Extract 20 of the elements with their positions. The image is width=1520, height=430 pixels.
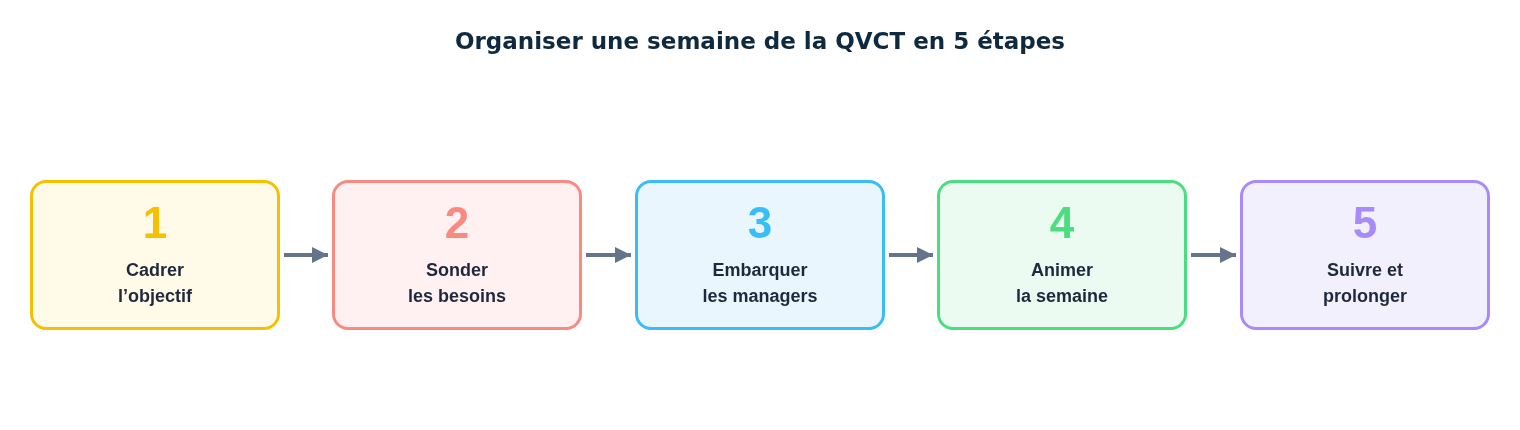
- arrow: [586, 247, 631, 263]
- step-box: [635, 180, 885, 330]
- step-number: 1: [142, 201, 168, 245]
- arrow: [889, 247, 933, 263]
- step-box: [937, 180, 1187, 330]
- arrow: [284, 247, 328, 263]
- step-number: 3: [747, 201, 773, 245]
- step-number: 5: [1352, 201, 1378, 245]
- step-box: [30, 180, 280, 330]
- step-number: 2: [444, 201, 470, 245]
- step-label: Animer la semaine: [1015, 259, 1109, 308]
- step-box: [332, 180, 582, 330]
- step-label: Embarquer les managers: [702, 259, 818, 308]
- step-box: [1240, 180, 1490, 330]
- step-number: 4: [1049, 201, 1075, 245]
- step-label: Suivre et prolonger: [1323, 259, 1407, 308]
- arrow: [1191, 247, 1236, 263]
- step-label: Sonder les besoins: [407, 259, 506, 308]
- diagram-title: Organiser une semaine de la QVCT en 5 étapes: [453, 28, 1066, 54]
- step-label: Cadrer l’objectif: [118, 259, 192, 308]
